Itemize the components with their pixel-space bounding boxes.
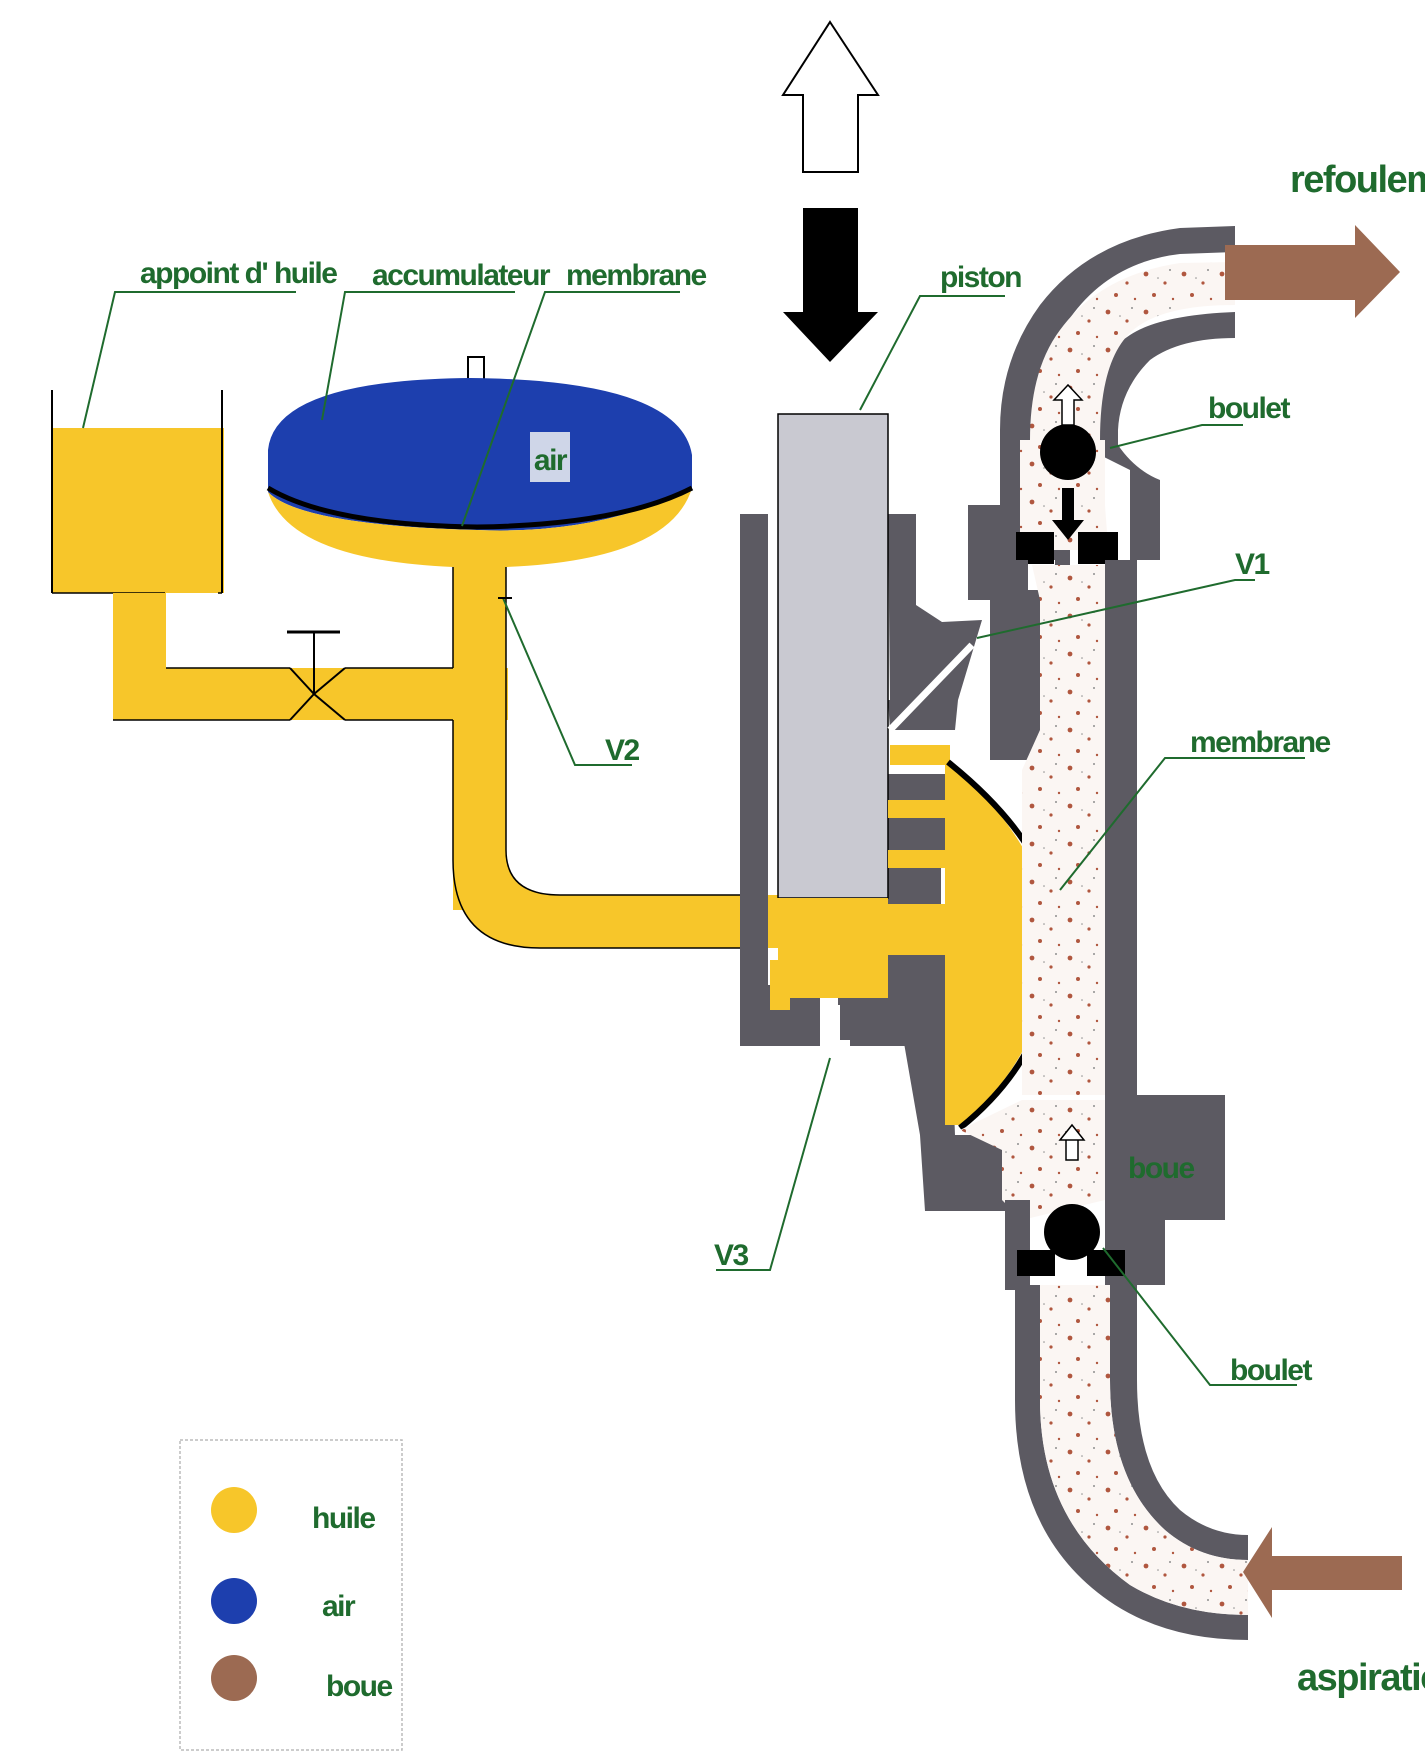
label-mud: boue	[1128, 1152, 1194, 1185]
leader-lines	[82, 291, 1305, 1386]
legend-swatch-oil	[211, 1487, 257, 1533]
label-ball-top: boulet	[1208, 392, 1290, 425]
label-v1: V1	[1235, 548, 1270, 581]
label-discharge: refoulement	[1290, 159, 1425, 201]
label-ball-bottom: boulet	[1230, 1354, 1312, 1387]
suction-arrow-icon	[1243, 1527, 1402, 1618]
bottom-ball	[1044, 1204, 1100, 1260]
legend-label-mud: boue	[326, 1670, 392, 1703]
legend: huile air boue	[179, 1439, 403, 1751]
v1-channel	[887, 642, 975, 733]
label-membrane-top: membrane	[566, 259, 707, 292]
oil-line	[113, 545, 780, 949]
legend-label-oil: huile	[312, 1502, 375, 1535]
discharge-arrow-icon	[1225, 225, 1400, 318]
label-oil-refill: appoint d' huile	[140, 257, 337, 290]
label-v3: V3	[714, 1239, 749, 1272]
label-accumulator: accumulateur	[372, 259, 551, 292]
label-suction: aspiration	[1297, 1657, 1425, 1699]
label-membrane-pump: membrane	[1190, 726, 1331, 759]
slurry-column	[960, 226, 1248, 1640]
v3-channel	[830, 1005, 840, 1047]
label-v2: V2	[605, 734, 640, 767]
oil-valve-icon	[287, 630, 346, 721]
air-label-box	[530, 432, 570, 482]
up-arrow-icon	[781, 20, 880, 173]
down-arrow-icon	[783, 208, 878, 362]
air-label: air	[534, 444, 568, 477]
piston	[777, 413, 889, 899]
legend-swatch-air	[211, 1578, 257, 1624]
legend-label-air: air	[322, 1590, 356, 1623]
legend-swatch-mud	[211, 1655, 257, 1701]
accumulator: air	[266, 356, 694, 567]
label-piston: piston	[940, 261, 1021, 294]
top-ball	[1040, 424, 1096, 480]
